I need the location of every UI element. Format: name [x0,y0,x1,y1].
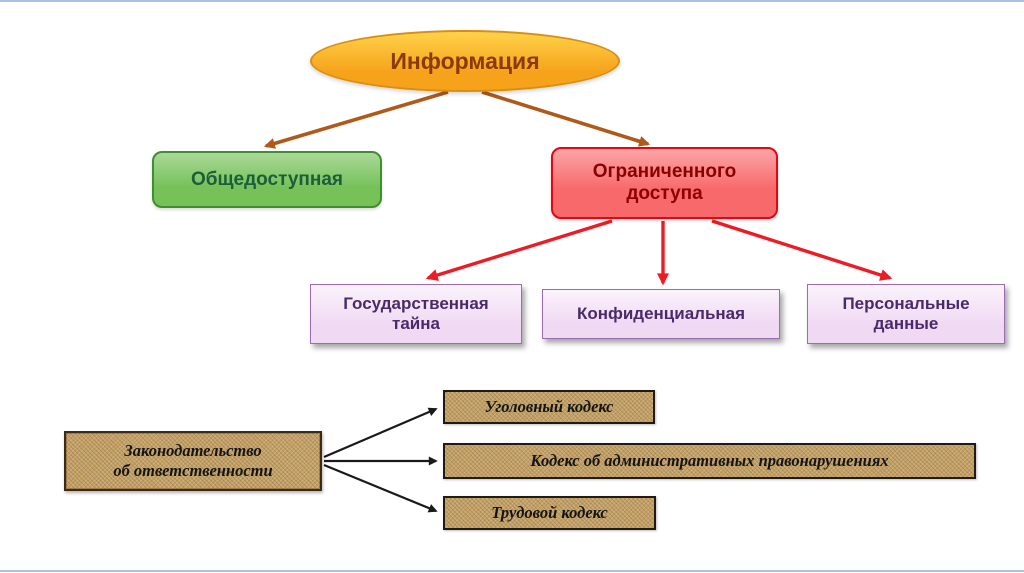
node-confidential-label: Конфиденциальная [576,303,746,323]
node-labor-code-label: Трудовой кодекс [491,503,608,522]
node-information: Информация [310,30,620,92]
node-labor-code: Трудовой кодекс [443,496,656,530]
bottom-border-line [0,570,1024,572]
arrow-legislation-to-criminal-code [323,407,438,459]
node-state-secret: Государственная тайна [310,284,522,344]
arrow-root-to-public [263,90,449,149]
node-administrative-code-label: Кодекс об административных правонарушени… [530,451,889,470]
node-public: Общедоступная [152,151,382,208]
node-state-secret-label: Государственная тайна [343,293,489,333]
arrow-restricted-to-state-secret [425,219,613,281]
node-restricted: Ограниченного доступа [551,147,778,219]
node-confidential: Конфиденциальная [542,289,780,339]
node-criminal-code: Уголовный кодекс [443,390,655,424]
node-public-label: Общедоступная [190,168,344,190]
legislation-line-2: об ответственности [113,461,273,480]
node-legislation-label: Законодательство об ответственности [113,441,272,481]
arrow-root-to-restricted [481,90,651,147]
node-personal-data-label: Персональные данные [842,293,970,333]
node-personal-data: Персональные данные [807,284,1005,344]
legislation-line-1: Законодательство [124,441,262,461]
top-border-line [0,0,1024,2]
arrow-legislation-to-labor-code [323,463,438,513]
node-legislation: Законодательство об ответственности [64,431,322,491]
node-criminal-code-label: Уголовный кодекс [484,397,614,416]
node-restricted-label: Ограниченного доступа [592,161,737,204]
node-administrative-code: Кодекс об административных правонарушени… [443,443,976,479]
node-information-label: Информация [390,47,540,74]
arrow-restricted-to-personal-data [711,219,893,281]
